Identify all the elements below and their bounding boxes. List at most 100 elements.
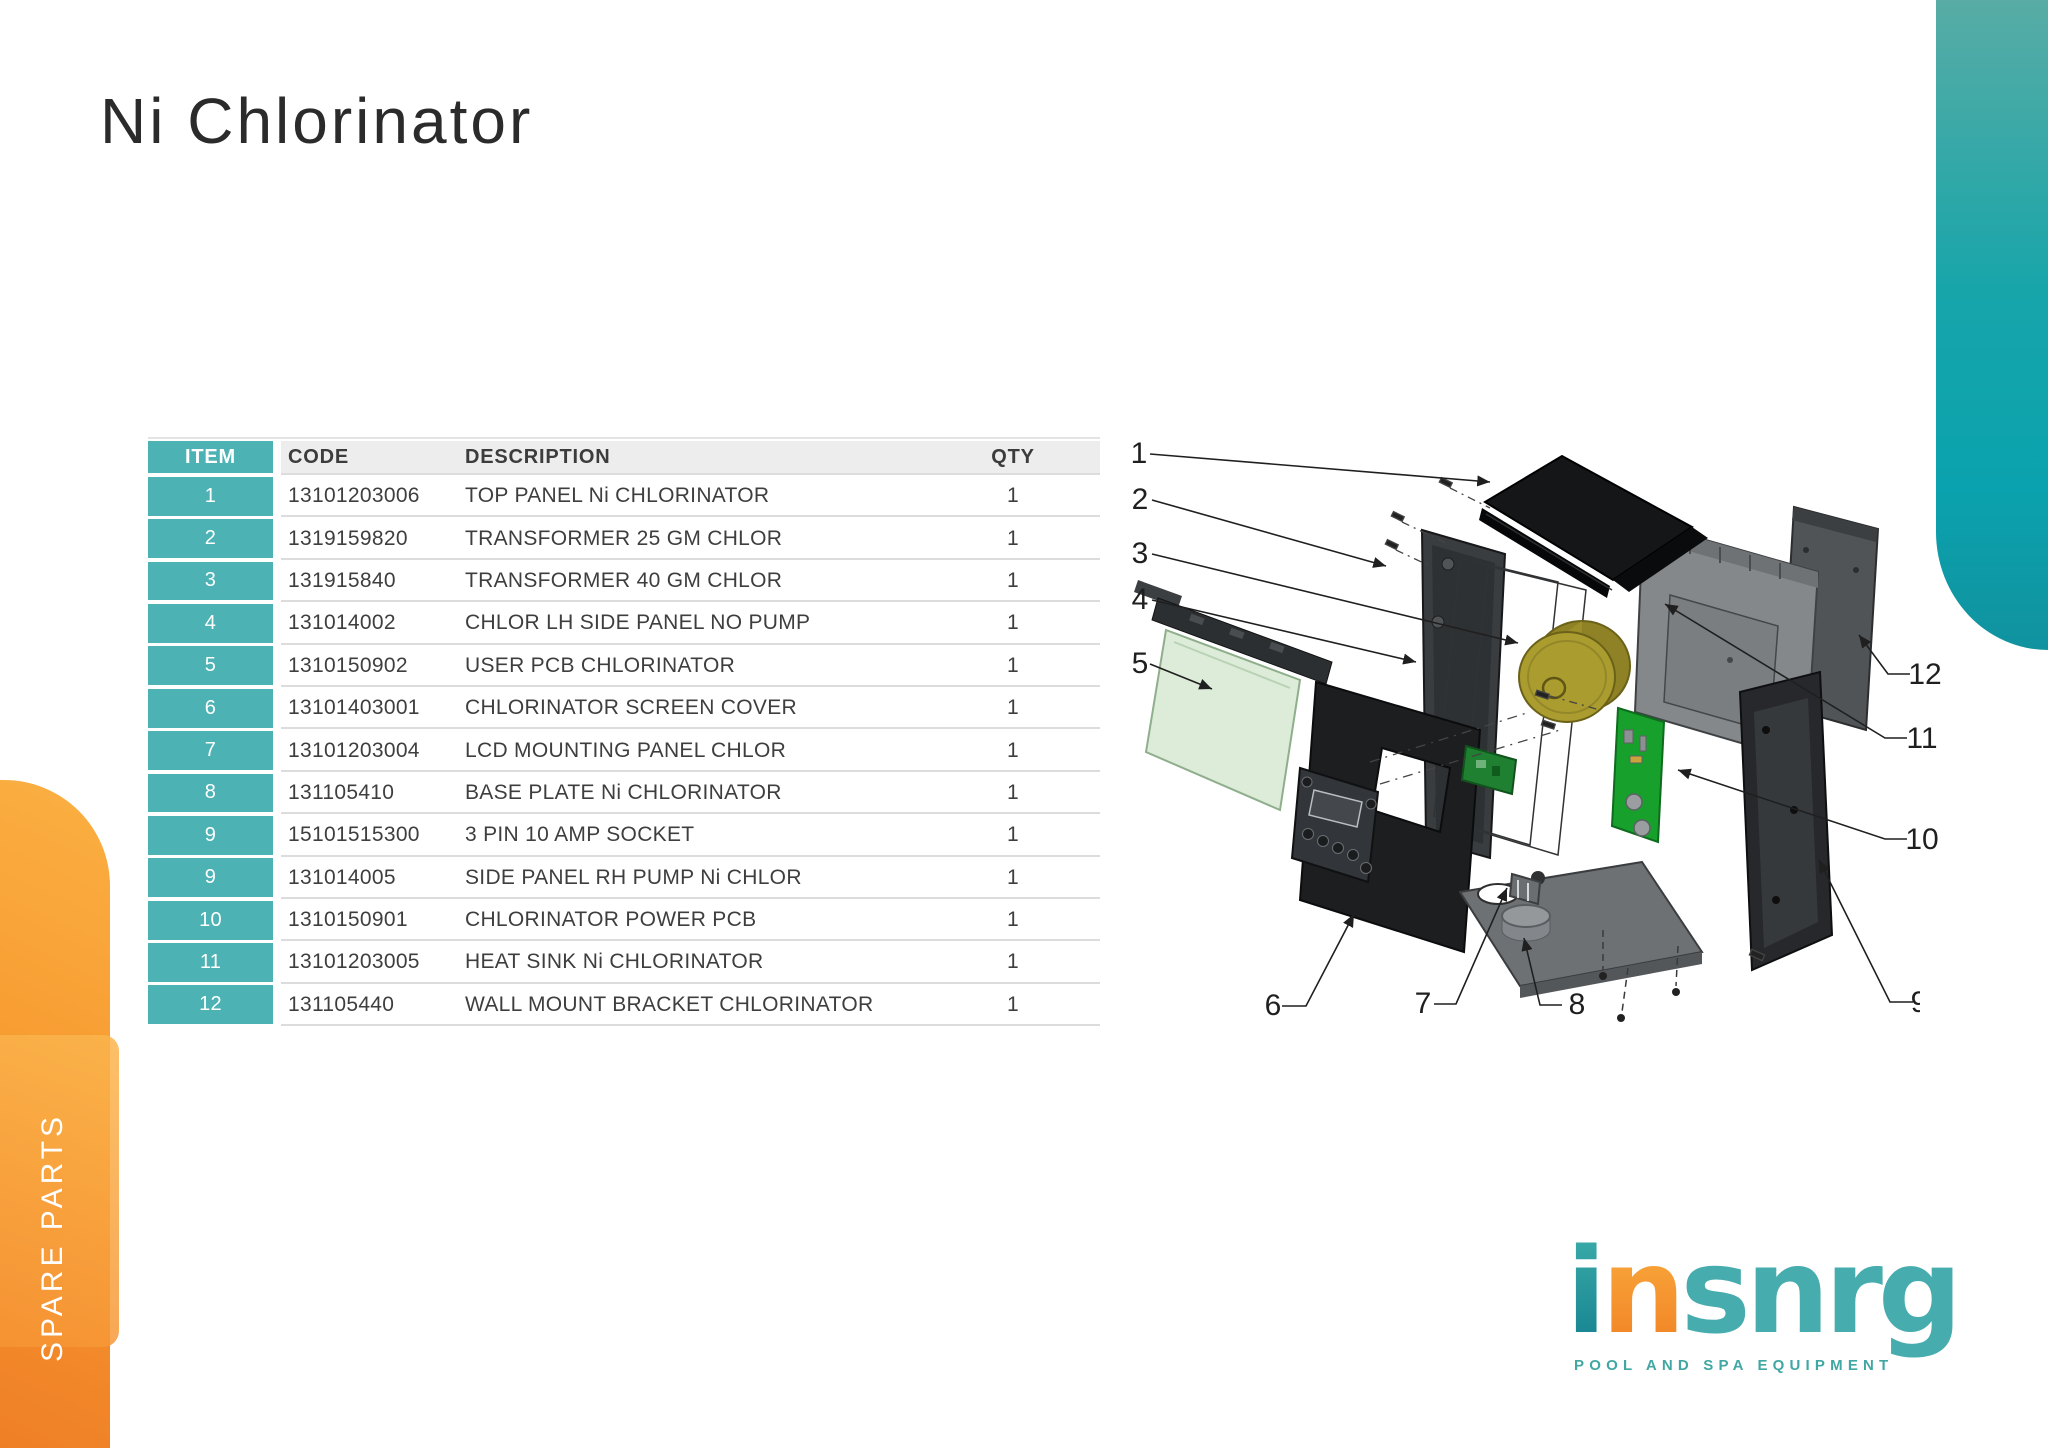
diagram-callout: 4 bbox=[1132, 583, 1149, 616]
diagram-callout: 1 bbox=[1131, 437, 1148, 470]
cell-qty: 1 bbox=[1007, 526, 1019, 550]
diagram-callout: 6 bbox=[1265, 989, 1282, 1022]
lcd-keypad-panel bbox=[1290, 766, 1380, 884]
cell-code: 131014002 bbox=[288, 611, 396, 635]
diagram-callout: 3 bbox=[1132, 537, 1149, 570]
table-rule bbox=[281, 812, 1100, 815]
cell-qty: 1 bbox=[1007, 865, 1019, 889]
cell-qty: 1 bbox=[1007, 738, 1019, 762]
cell-description: WALL MOUNT BRACKET CHLORINATOR bbox=[465, 992, 874, 1016]
cell-item: 10 bbox=[148, 900, 273, 940]
cell-code: 1310150902 bbox=[288, 653, 408, 677]
cell-qty: 1 bbox=[1007, 908, 1019, 932]
screws-and-dashes bbox=[1369, 476, 1766, 962]
table-rule bbox=[281, 981, 1100, 984]
cell-code: 15101515300 bbox=[288, 823, 420, 847]
cell-qty: 1 bbox=[1007, 823, 1019, 847]
user-pcb bbox=[1460, 744, 1518, 796]
cell-code: 13101203004 bbox=[288, 738, 420, 762]
table-row: 5 1310150902 USER PCB CHLORINATOR 1 bbox=[148, 645, 1100, 687]
logo-letter-n: n bbox=[1601, 1222, 1685, 1360]
cell-description: USER PCB CHLORINATOR bbox=[465, 653, 736, 677]
diagram-callout: 8 bbox=[1569, 988, 1586, 1021]
table-rule bbox=[281, 769, 1100, 772]
cell-qty: 1 bbox=[1007, 696, 1019, 720]
table-rule bbox=[281, 1024, 1100, 1027]
cell-item: 9 bbox=[148, 858, 273, 898]
table-rule bbox=[281, 600, 1100, 603]
diagram-callout: 12 bbox=[1908, 658, 1941, 691]
cable-gland bbox=[1501, 872, 1551, 942]
cell-item: 2 bbox=[148, 519, 273, 558]
table-rule bbox=[281, 854, 1100, 857]
cell-qty: 1 bbox=[1007, 568, 1019, 592]
cell-code: 1310150901 bbox=[288, 908, 408, 932]
cell-description: CHLOR LH SIDE PANEL NO PUMP bbox=[465, 611, 811, 635]
logo-letters-snrg: snrg bbox=[1680, 1222, 1962, 1360]
cell-item: 5 bbox=[148, 646, 273, 686]
cell-item: 4 bbox=[148, 603, 273, 643]
cell-item: 1 bbox=[148, 476, 273, 516]
table-rule bbox=[281, 557, 1100, 560]
screen-cover bbox=[1134, 580, 1333, 812]
table-rule bbox=[281, 896, 1100, 899]
header-qty: QTY bbox=[991, 445, 1035, 468]
parts-table-header-row: ITEM CODE DESCRIPTION QTY bbox=[148, 439, 1100, 475]
cell-description: TRANSFORMER 40 GM CHLOR bbox=[465, 568, 783, 592]
table-row: 1 13101203006 TOP PANEL Ni CHLORINATOR 1 bbox=[148, 475, 1100, 518]
cell-item: 8 bbox=[148, 773, 273, 813]
logo-letter-i: i bbox=[1566, 1222, 1607, 1360]
transformer bbox=[1518, 620, 1631, 723]
cell-qty: 1 bbox=[1007, 484, 1019, 508]
spare-parts-vertical-label: SPARE PARTS bbox=[36, 1112, 69, 1362]
cell-description: TRANSFORMER 25 GM CHLOR bbox=[465, 526, 783, 550]
orange-corner-tab bbox=[0, 1035, 119, 1347]
cell-item: 9 bbox=[148, 815, 273, 855]
cell-description: CHLORINATOR SCREEN COVER bbox=[465, 696, 797, 720]
header-item: ITEM bbox=[148, 440, 273, 474]
power-pcb bbox=[1610, 706, 1666, 844]
top-panel bbox=[1479, 454, 1708, 598]
diagram-callout: 7 bbox=[1415, 987, 1432, 1020]
cell-qty: 1 bbox=[1007, 653, 1019, 677]
callout-lines bbox=[1149, 453, 1913, 1007]
diagram-callout: 5 bbox=[1132, 647, 1149, 680]
cell-code: 131105440 bbox=[288, 992, 395, 1016]
table-rule bbox=[281, 642, 1100, 645]
cell-code: 13101203006 bbox=[288, 484, 420, 508]
diagram-callout: 11 bbox=[1906, 722, 1937, 755]
page-title: Ni Chlorinator bbox=[100, 85, 534, 157]
diagram-callout: 10 bbox=[1905, 823, 1938, 856]
diagram-callout: 2 bbox=[1132, 483, 1149, 516]
wall-mount-bracket bbox=[1738, 670, 1834, 972]
cell-item: 7 bbox=[148, 731, 273, 770]
cell-item: 12 bbox=[148, 985, 273, 1025]
parts-table: ITEM CODE DESCRIPTION QTY 1 13101203006 TO… bbox=[148, 437, 1100, 1027]
insnrg-logo: insnrg POOL AND SPA EQUIPMENT bbox=[1566, 1227, 2006, 1375]
cell-description: LCD MOUNTING PANEL CHLOR bbox=[465, 738, 787, 762]
table-row: 3 131915840 TRANSFORMER 40 GM CHLOR 1 bbox=[148, 560, 1100, 603]
table-rule bbox=[281, 515, 1100, 518]
table-row: 7 13101203004 LCD MOUNTING PANEL CHLOR 1 bbox=[148, 729, 1100, 772]
cell-description: TOP PANEL Ni CHLORINATOR bbox=[465, 484, 770, 508]
table-rule bbox=[281, 939, 1100, 942]
cell-code: 131014005 bbox=[288, 865, 396, 889]
cell-item: 3 bbox=[148, 561, 273, 601]
logo-wordmark: insnrg bbox=[1566, 1227, 2006, 1355]
cell-description: 3 PIN 10 AMP SOCKET bbox=[465, 823, 695, 847]
exploded-diagram: 1 2 3 4 5 6 7 8 9 10 11 12 bbox=[1131, 437, 1942, 1022]
logo-tagline: POOL AND SPA EQUIPMENT bbox=[1574, 1357, 1894, 1375]
teal-corner-decoration bbox=[1936, 0, 2048, 650]
cell-code: 131915840 bbox=[288, 568, 396, 592]
cell-code: 13101203005 bbox=[288, 950, 420, 974]
cell-item: 11 bbox=[148, 943, 273, 982]
diagram-callout-partial: 9 bbox=[1911, 986, 1928, 1019]
